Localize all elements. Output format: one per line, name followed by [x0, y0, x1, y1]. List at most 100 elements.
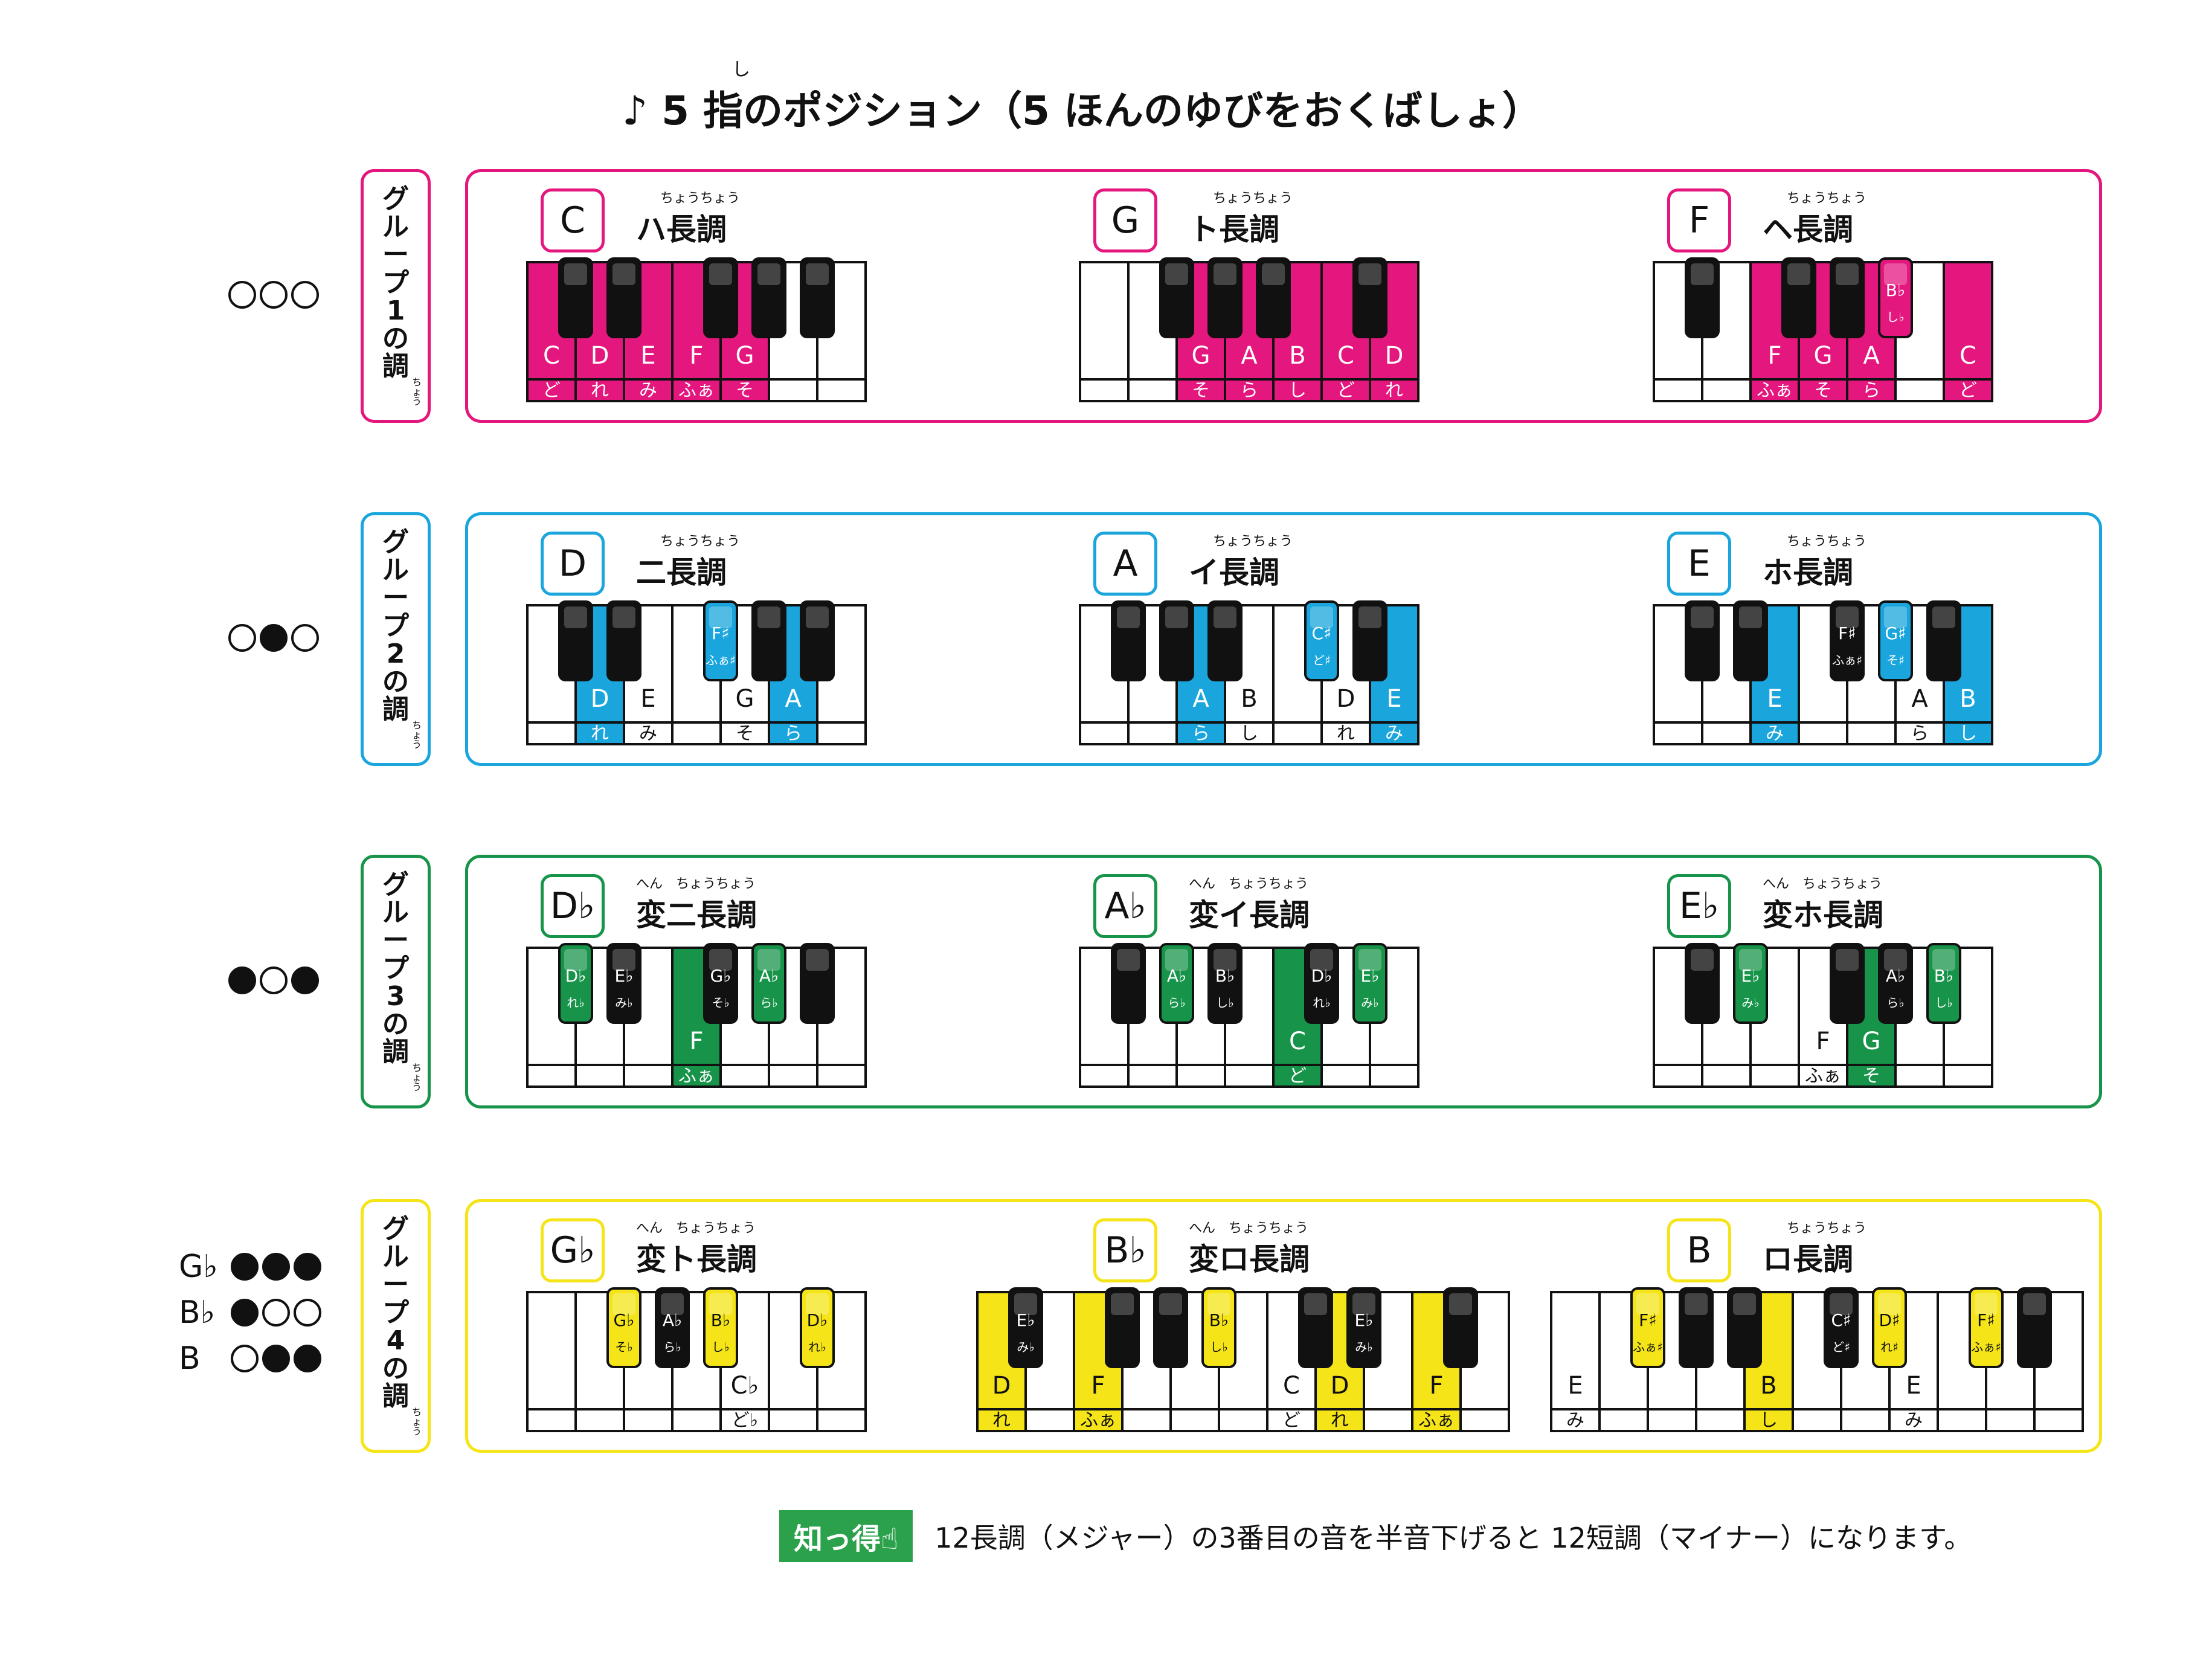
piano-keyboard: C♭ど♭G♭そ♭A♭ら♭B♭し♭D♭れ♭: [526, 1287, 867, 1432]
black-key: [1872, 1287, 1907, 1368]
black-key: [606, 1287, 641, 1368]
black-key-shine: [1214, 949, 1236, 971]
white-key-base: [1314, 1408, 1365, 1432]
white-key-label: G: [1862, 1028, 1881, 1055]
filled-dot: [231, 1253, 259, 1281]
empty-dot: [291, 624, 319, 652]
white-key-base: [1024, 1408, 1075, 1432]
black-key-shine: [806, 606, 829, 628]
white-key-base: [1459, 1408, 1510, 1432]
white-key-label: A: [1241, 342, 1258, 370]
group-label-char: 調: [382, 1037, 409, 1068]
black-key-shine: [806, 949, 829, 971]
white-key-label: G: [1192, 342, 1210, 370]
black-key-syllable: そ♯: [1886, 653, 1905, 667]
black-key-label: D♭: [1311, 966, 1333, 986]
white-key-label: F: [689, 1028, 703, 1055]
key-name-text: イ長調: [1189, 555, 1279, 590]
black-key-shine: [1214, 263, 1236, 285]
group-label-char: プ: [382, 610, 409, 642]
white-key-syllable: そ: [1862, 1066, 1880, 1087]
key-name-ruby: ちょうちょう: [1787, 191, 1867, 206]
black-key-label: B♭: [1934, 966, 1953, 986]
white-key-base: [1985, 1408, 2036, 1432]
group-label-char: ー: [382, 925, 409, 956]
white-key-base: [1894, 721, 1945, 745]
white-key-syllable: ら: [784, 723, 802, 744]
group-label-char: ル: [382, 897, 409, 928]
black-key-label: G♭: [710, 966, 731, 986]
white-key-base: [719, 721, 770, 745]
key-letter-box: E♭: [1667, 874, 1731, 938]
white-key-base: [671, 721, 722, 745]
white-key-base: [1653, 378, 1703, 402]
white-key-syllable: れ: [591, 723, 609, 744]
black-key-shine: [1207, 1293, 1230, 1315]
group-label-char: の: [382, 323, 409, 354]
white-key-base: [1943, 378, 1993, 402]
black-key-shine: [1739, 949, 1762, 971]
black-key-shine: [2023, 1293, 2046, 1315]
black-key-shine: [1636, 1293, 1659, 1315]
white-key-base: [1369, 378, 1419, 402]
white-key-label: C: [543, 342, 560, 370]
black-key-syllable: し♭: [1935, 995, 1952, 1010]
black-key-shine: [564, 949, 587, 971]
black-key-shine: [1310, 949, 1333, 971]
black-key-shine: [612, 949, 635, 971]
group-label-ruby: ちょう: [411, 719, 422, 750]
group-label-char: の: [382, 666, 409, 697]
white-key-label: A: [1192, 685, 1209, 713]
white-key-base: [1073, 1408, 1124, 1432]
white-key-syllable: ふぁ: [1080, 1410, 1116, 1431]
key-letter-box: G♭: [541, 1218, 605, 1282]
key-name: 二長調ちょうちょう: [636, 534, 740, 592]
group-panel: [465, 169, 2102, 423]
white-key-syllable: そ: [1192, 380, 1210, 401]
white-key-syllable: そ: [1814, 380, 1832, 401]
black-key-label: E♭: [1355, 1310, 1374, 1330]
white-key-base: [976, 1408, 1027, 1432]
filled-dot: [262, 1345, 290, 1372]
group-label-char: プ: [382, 1297, 409, 1328]
white-key-label: G: [736, 685, 754, 713]
black-key: [1630, 1287, 1665, 1368]
white-key-label: C♭: [731, 1372, 759, 1400]
white-key-base: [1798, 378, 1848, 402]
key-name: ホ長調ちょうちょう: [1763, 534, 1866, 592]
black-key-shine: [757, 606, 780, 628]
white-key-label: D: [992, 1372, 1011, 1400]
white-key-syllable: ら: [1911, 723, 1929, 744]
key-letter-box: C: [541, 188, 605, 252]
white-key-syllable: み: [639, 723, 657, 744]
white-key-syllable: れ: [1331, 1410, 1349, 1431]
white-key-syllable: み: [639, 380, 657, 401]
filled-dot: [262, 1253, 290, 1281]
title-ruby: し: [732, 59, 750, 80]
key-letter-box: A♭: [1093, 874, 1157, 938]
key-name: 変ホ長調へん ちょうちょう: [1763, 876, 1883, 934]
white-key-base: [1363, 1408, 1413, 1432]
white-key-base: [623, 1408, 674, 1432]
black-key-shine: [709, 263, 732, 285]
group-label-char: グ: [382, 184, 409, 214]
white-key-base: [574, 1064, 625, 1088]
black-key-syllable: そ♭: [712, 995, 729, 1010]
black-key-shine: [1358, 263, 1381, 285]
dot-row: [228, 966, 323, 994]
group-label-char: 調: [382, 351, 409, 382]
black-key-shine: [1214, 606, 1236, 628]
black-key-shine: [1691, 263, 1714, 285]
key-name-ruby: ちょうちょう: [1213, 534, 1293, 549]
white-key-syllable: み: [1766, 723, 1784, 744]
black-key: [703, 1287, 738, 1368]
black-key-shine: [1830, 1293, 1853, 1315]
white-key-base: [719, 378, 770, 402]
empty-dot: [228, 281, 256, 309]
white-key-base: [1749, 378, 1800, 402]
white-key-base: [1598, 1408, 1649, 1432]
tip-text: 12長調（メジャー）の3番目の音を半音下げると 12短調（マイナー）になります。: [934, 1522, 1972, 1554]
white-key-base: [1840, 1408, 1891, 1432]
